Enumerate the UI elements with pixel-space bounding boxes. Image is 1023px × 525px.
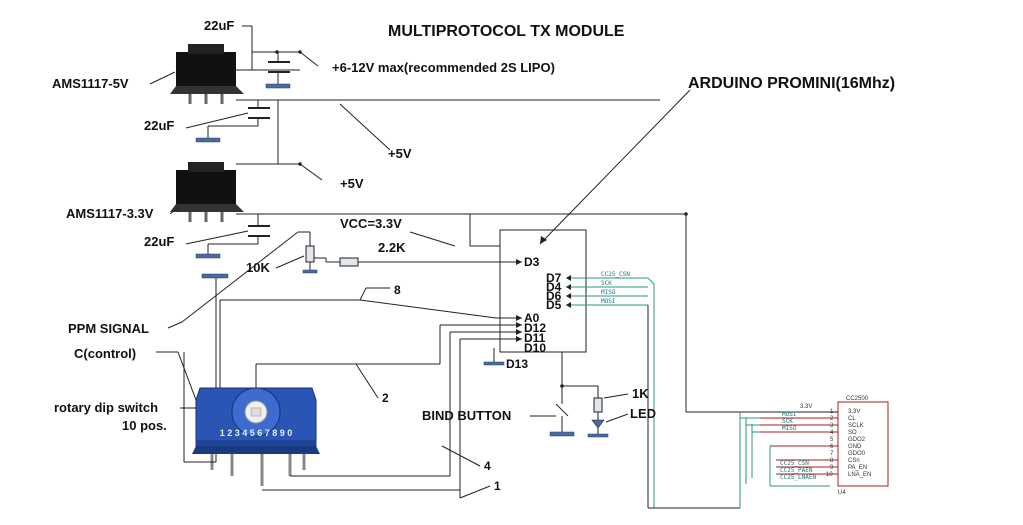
regulator-5v [170, 44, 244, 104]
switch-pin-4: 4 [484, 459, 491, 473]
cap-low-label: 22uF [144, 234, 174, 249]
net-mosi: MOSI [601, 298, 616, 305]
ground-symbol-3 [195, 253, 221, 259]
pin-d5: D5 [546, 298, 562, 312]
arduino-label: ARDUINO PROMINI(16Mhz) [688, 75, 895, 92]
cc-pin-name-8: CSn [848, 458, 860, 464]
resistor-10k [305, 245, 315, 263]
cc-pin-num-5: 5 [830, 437, 834, 443]
cc-pin-name-10: LNA_EN [848, 472, 871, 478]
switch-pin-8: 8 [394, 283, 401, 297]
diagram-title: MULTIPROTOCOL TX MODULE [388, 23, 625, 40]
pin-a0: A0 [524, 311, 540, 325]
cc-pin-num-8: 8 [830, 458, 834, 464]
pin-d7: D7 [546, 271, 562, 285]
cc-pin-num-10: 10 [826, 472, 833, 478]
cc-net-mosi: MOSI [782, 411, 797, 418]
rotary-dip-switch: 1 2 3 4 5 6 7 8 9 0 [192, 387, 320, 486]
switch-pin-1: 1 [494, 479, 501, 493]
cc-net-lnaen: CC25_LNAEN [780, 474, 817, 481]
cap-top-label: 22uF [204, 18, 234, 33]
switch-label-line1: rotary dip switch [54, 400, 158, 415]
cc-net-sck: SCK [782, 418, 793, 425]
led-label: LED [630, 406, 656, 421]
cc-pin-num-7: 7 [830, 451, 834, 457]
ground-symbol-1 [265, 83, 291, 89]
cc-pin-name-7: GDO0 [848, 451, 866, 457]
ground-symbol-2 [195, 137, 221, 143]
cc2500-ref: U4 [838, 490, 846, 496]
cc-pin-name-4: SO [848, 430, 857, 436]
bind-button-label: BIND BUTTON [422, 408, 511, 423]
cc2500-module: CC2500 U4 3.3V [800, 396, 889, 496]
cc-net-miso: MISO [782, 425, 797, 432]
vcc-label: VCC=3.3V [340, 216, 402, 231]
pin-d6: D6 [546, 289, 562, 303]
cc-pin-name-1: 3.3V [848, 409, 860, 415]
regulator-3v3-label: AMS1117-3.3V [66, 206, 154, 221]
pin-d3: D3 [524, 255, 540, 269]
resistor-1k-label: 1K [632, 386, 649, 401]
cc-pin-name-3: SCLK [848, 423, 864, 429]
pin-d13: D13 [506, 357, 528, 371]
pin-d10: D10 [524, 341, 546, 355]
switch-pin-2: 2 [382, 391, 389, 405]
regulator-5v-label: AMS1117-5V [52, 76, 129, 91]
cc-pin-num-2: 2 [830, 416, 834, 422]
regulator-3v3 [170, 162, 244, 222]
control-label: C(control) [74, 346, 136, 361]
cc-pin-num-1: 1 [830, 409, 834, 415]
cc-pin-name-9: PA_EN [848, 465, 867, 471]
resistor-2k2-label: 2.2K [378, 240, 406, 255]
power-input-label: +6-12V max(recommended 2S LIPO) [332, 60, 555, 75]
cc2500-top: 3.3V [800, 404, 812, 410]
cc2500-name: CC2500 [846, 396, 869, 402]
cc-pin-num-4: 4 [830, 430, 834, 436]
cap-mid-label: 22uF [144, 118, 174, 133]
cc-pin-name-6: GND [848, 444, 862, 450]
resistor-1k [593, 397, 603, 413]
cc-pin-num-3: 3 [830, 423, 834, 429]
pin-d4: D4 [546, 280, 562, 294]
net-miso: MISO [601, 289, 616, 296]
led-icon [591, 419, 605, 429]
cc-net-csn: CC25_CSN [780, 460, 809, 467]
v5-label-b: +5V [340, 176, 364, 191]
net-sck: SCK [601, 280, 612, 287]
net-cc25-csn: CC25_CSN [601, 271, 630, 278]
ppm-signal-label: PPM SIGNAL [68, 321, 149, 336]
pin-d11: D11 [524, 331, 546, 345]
ground-symbol-button [549, 431, 575, 437]
cc-pin-name-5: GDO2 [848, 437, 866, 443]
dial-numbers: 1 2 3 4 5 6 7 8 9 0 [220, 428, 293, 438]
resistor-10k-label: 10K [246, 260, 270, 275]
cc-pin-name-2: CL [848, 416, 856, 422]
cc-pin-num-9: 9 [830, 465, 834, 471]
resistor-2k2 [339, 257, 359, 267]
cc-net-paen: CC25_PAEN [780, 467, 813, 474]
v5-label-a: +5V [388, 146, 412, 161]
switch-label-line2: 10 pos. [122, 418, 167, 433]
cc-pin-num-6: 6 [830, 444, 834, 450]
pin-d12: D12 [524, 321, 546, 335]
